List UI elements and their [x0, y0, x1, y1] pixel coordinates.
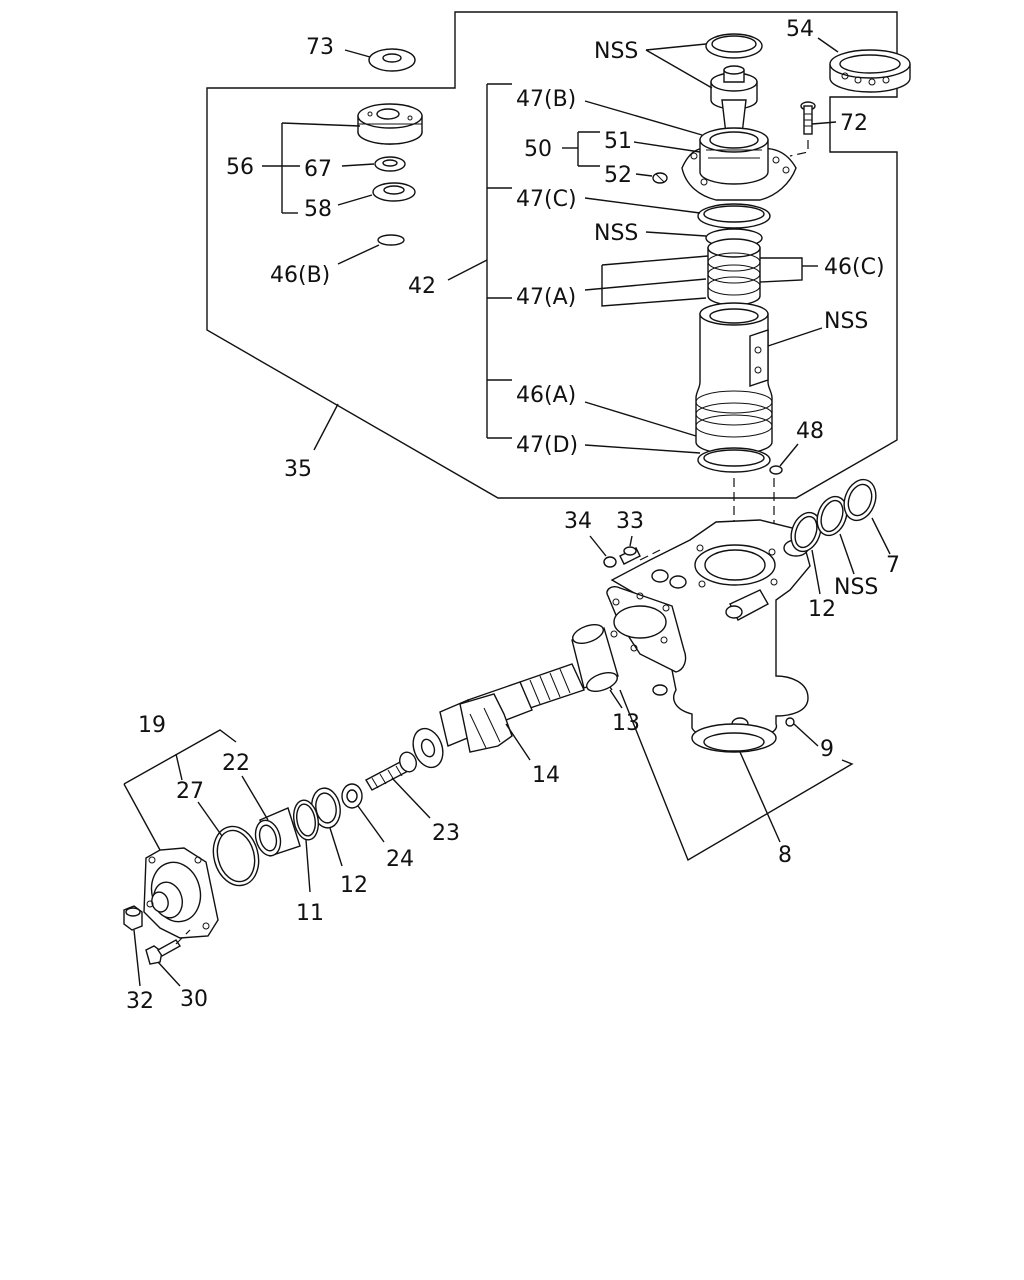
callout-24: 24 [386, 847, 414, 872]
callout-30: 30 [180, 987, 208, 1012]
callout-47c: 47(C) [516, 187, 577, 212]
callout-nss-valve: NSS [594, 221, 638, 246]
o-ring-47d [697, 447, 771, 473]
callout-51: 51 [604, 129, 632, 154]
valve-spool [710, 65, 758, 135]
valve-housing-51 [681, 127, 797, 201]
callout-58: 58 [304, 197, 332, 222]
callout-23: 23 [432, 821, 460, 846]
callout-27: 27 [176, 779, 204, 804]
seal-12-right [790, 511, 822, 553]
callout-54: 54 [786, 17, 814, 42]
plug-52 [652, 172, 668, 184]
callout-12-lower: 12 [340, 873, 368, 898]
o-ring-46b [377, 234, 405, 246]
gear-housing-8 [606, 519, 811, 753]
needle-bearing-22 [254, 807, 301, 857]
callout-nss-top: NSS [594, 39, 638, 64]
callout-48: 48 [796, 419, 824, 444]
power-cylinder-body [695, 302, 773, 455]
callout-47b: 47(B) [516, 87, 576, 112]
callout-34: 34 [564, 509, 592, 534]
callout-7: 7 [886, 553, 900, 578]
callout-22: 22 [222, 751, 250, 776]
o-ring-27 [212, 825, 260, 887]
callout-nss-cylinder: NSS [824, 309, 868, 334]
callout-8: 8 [778, 843, 792, 868]
seal-7 [843, 478, 877, 522]
shim-24 [341, 783, 363, 809]
plug-9 [785, 717, 795, 727]
callout-33: 33 [616, 509, 644, 534]
callout-72: 72 [840, 111, 868, 136]
callout-73: 73 [306, 35, 334, 60]
callout-67: 67 [304, 157, 332, 182]
bearing-58 [372, 182, 416, 202]
bolt-30 [145, 939, 182, 965]
bolt-72 [800, 101, 816, 135]
callout-47d: 47(D) [516, 433, 578, 458]
kit-boundary-outline [206, 11, 898, 499]
callout-46a: 46(A) [516, 383, 576, 408]
seal-nss-right [816, 495, 848, 537]
adjusting-screw-23 [365, 751, 417, 791]
needle-bearing-13 [571, 624, 619, 692]
seal-ring-47c [697, 203, 771, 229]
callout-9: 9 [820, 737, 834, 762]
seal-12-lower [311, 787, 341, 829]
bleeder-33 [619, 546, 641, 565]
nipple-34 [603, 556, 617, 568]
bearing-54 [829, 49, 911, 93]
callout-13: 13 [612, 711, 640, 736]
seal-67 [374, 156, 406, 172]
callout-50: 50 [524, 137, 552, 162]
callout-19: 19 [138, 713, 166, 738]
callout-nss-right: NSS [834, 575, 878, 600]
o-ring-48 [769, 465, 783, 475]
callout-35: 35 [284, 457, 312, 482]
bearing-housing-56 [357, 103, 423, 145]
callout-32: 32 [126, 989, 154, 1014]
callout-46c: 46(C) [824, 255, 885, 280]
nut-32 [123, 905, 143, 931]
callout-42: 42 [408, 274, 436, 299]
callout-47a: 47(A) [516, 285, 576, 310]
callout-11: 11 [296, 901, 324, 926]
callout-46b: 46(B) [270, 263, 330, 288]
callout-12-right: 12 [808, 597, 836, 622]
side-cover-19 [143, 847, 219, 939]
sleeve-rings [705, 228, 763, 306]
callout-52: 52 [604, 163, 632, 188]
washer-73 [368, 48, 416, 72]
callout-14: 14 [532, 763, 560, 788]
seal-11 [292, 799, 320, 841]
sector-shaft-14 [412, 663, 585, 769]
callout-56: 56 [226, 155, 254, 180]
top-seal-cap [705, 33, 763, 59]
